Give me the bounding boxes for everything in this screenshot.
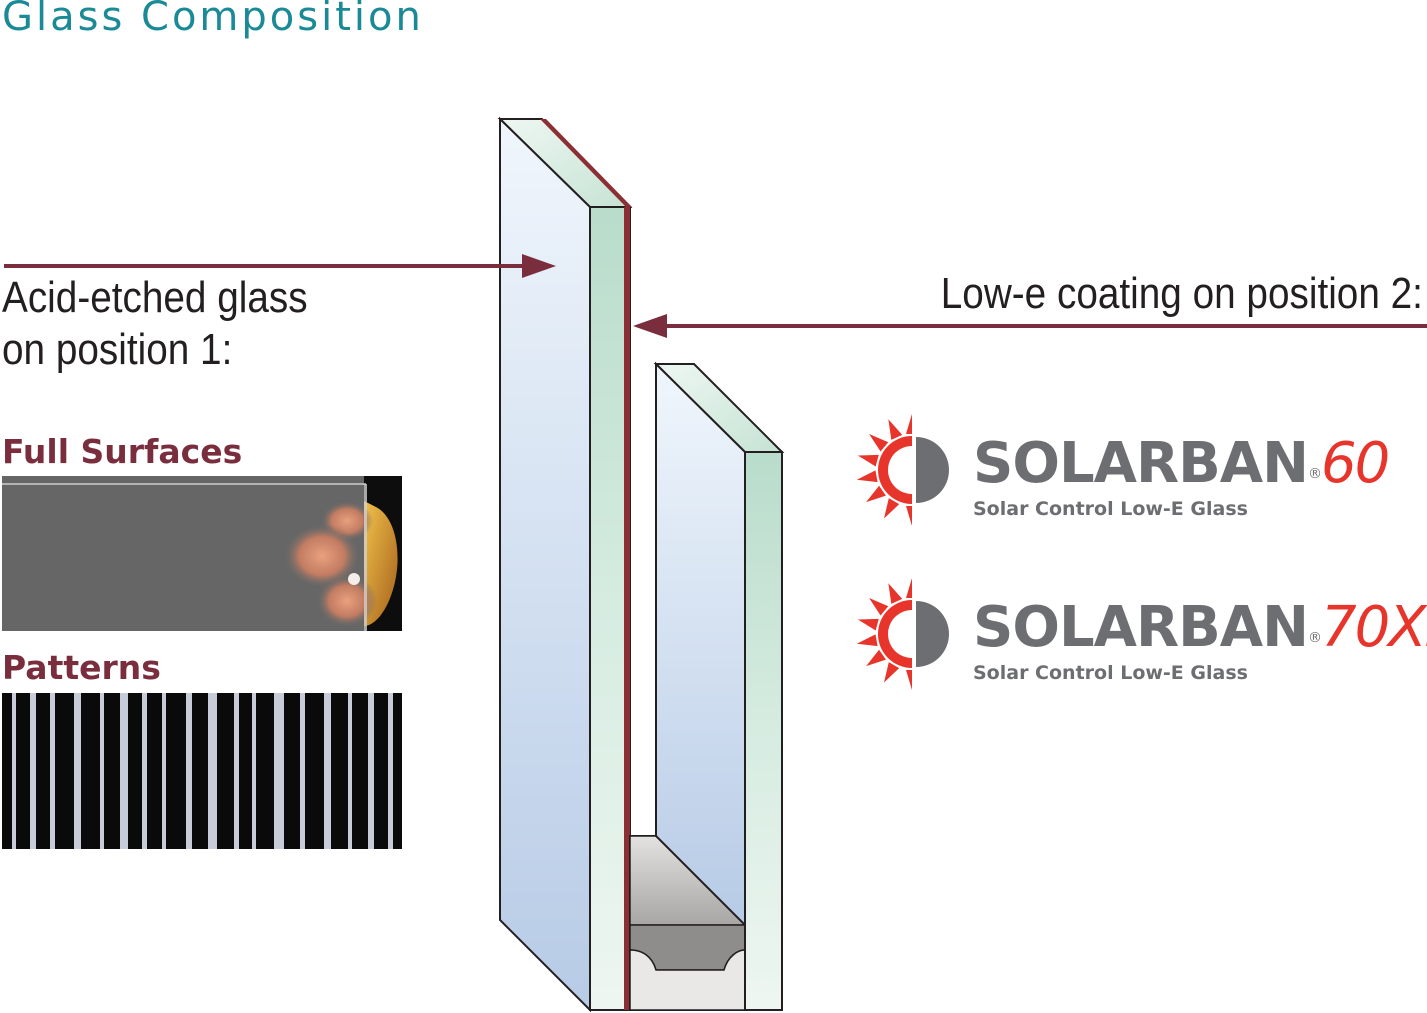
- brand-tagline: Solar Control Low-E Glass: [973, 662, 1248, 684]
- brand-name: SOLARBAN®60: [973, 431, 1390, 496]
- registered-mark: ®: [1307, 466, 1322, 482]
- acid-etched-line-1: Acid-etched glass: [2, 273, 308, 322]
- sun-icon: [856, 576, 974, 694]
- brand-text: SOLARBAN: [973, 431, 1309, 496]
- solarban-70xl-logo: SOLARBAN®70XL Solar Control Low-E Glass: [855, 576, 1427, 696]
- model-number: 70XL: [1320, 595, 1427, 660]
- arrow-position-1: [4, 254, 556, 278]
- full-surfaces-heading: Full Surfaces: [2, 432, 243, 471]
- solarban-60-logo: SOLARBAN®60 Solar Control Low-E Glass: [855, 412, 1427, 532]
- page-title: Glass Composition: [2, 0, 424, 40]
- model-number: 60: [1320, 431, 1390, 496]
- arrow-position-2: [633, 314, 1427, 338]
- low-e-coating-label: Low-e coating on position 2:: [940, 269, 1423, 318]
- patterns-heading: Patterns: [2, 648, 161, 687]
- outer-glass-pane: [497, 116, 633, 1013]
- brand-tagline: Solar Control Low-E Glass: [973, 498, 1248, 520]
- registered-mark: ®: [1307, 630, 1322, 646]
- sun-icon: [856, 412, 974, 530]
- acid-etched-line-2: on position 1:: [2, 325, 233, 374]
- inner-glass-pane: [653, 361, 785, 1011]
- brand-name: SOLARBAN®70XL: [973, 598, 1427, 658]
- acid-etched-label: Acid-etched glass on position 1:: [2, 272, 308, 376]
- brand-text: SOLARBAN: [973, 595, 1309, 660]
- pattern-sample-image: [2, 693, 402, 849]
- full-surface-sample-image: [2, 476, 402, 631]
